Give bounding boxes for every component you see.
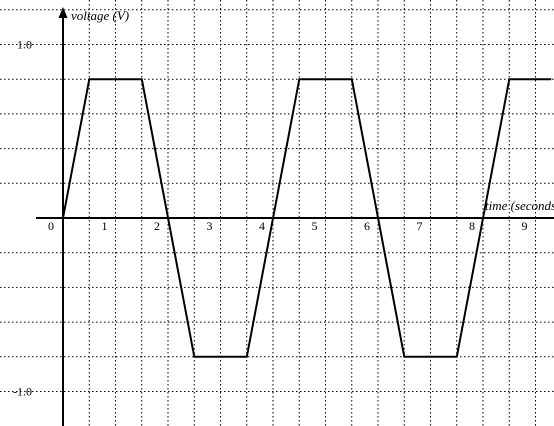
x-tick-label: 2 xyxy=(154,219,160,233)
x-axis-title: time (seconds) xyxy=(485,198,554,213)
x-tick-label: 5 xyxy=(312,219,318,233)
x-tick-label: 6 xyxy=(364,219,370,233)
y-tick-label: 1.0 xyxy=(17,38,32,52)
y-axis-title: voltage (V) xyxy=(71,8,129,23)
x-tick-label: 8 xyxy=(469,219,475,233)
x-tick-labels: 0 1 2 3 4 5 6 7 8 9 xyxy=(48,219,528,233)
y-axis-arrow xyxy=(58,7,68,18)
series-group xyxy=(62,78,552,358)
axes xyxy=(36,7,554,426)
x-tick-label: 4 xyxy=(259,219,265,233)
y-tick-label: -1.0 xyxy=(13,385,32,399)
series-line xyxy=(62,78,552,358)
x-tick-label: 0 xyxy=(48,219,54,233)
x-tick-label: 9 xyxy=(522,219,528,233)
x-tick-label: 7 xyxy=(417,219,423,233)
x-tick-label: 1 xyxy=(102,219,108,233)
y-tick-labels: 1.0 -1.0 xyxy=(13,38,32,399)
x-tick-label: 3 xyxy=(207,219,213,233)
